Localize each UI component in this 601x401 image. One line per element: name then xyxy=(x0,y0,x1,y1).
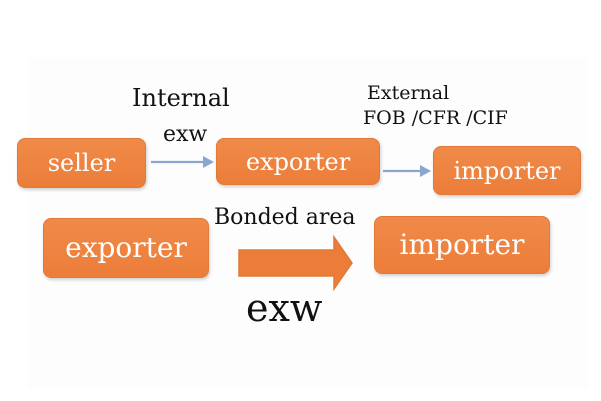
blue-arrow-seller-exporter-head xyxy=(203,156,214,168)
seller-box: seller xyxy=(17,138,146,188)
exw-top-label: exw xyxy=(163,122,208,147)
blue-arrow-exporter-importer xyxy=(383,165,431,177)
external-terms-label: FOB /CFR /CIF xyxy=(363,107,508,129)
bonded-area-label: Bonded area xyxy=(214,205,356,230)
external-label: External xyxy=(367,82,450,104)
blue-arrow-seller-exporter xyxy=(151,156,214,168)
exw-bottom-label: exw xyxy=(246,286,323,330)
blue-arrow-exporter-importer-head xyxy=(420,165,431,177)
exporter-bottom-box: exporter xyxy=(43,218,209,278)
internal-label: Internal xyxy=(132,84,230,112)
importer-bottom-box: importer xyxy=(374,216,550,274)
orange-arrow-bonded-area-shape xyxy=(238,234,353,292)
orange-arrow-bonded-area xyxy=(238,234,353,292)
importer-top-box: importer xyxy=(433,146,581,195)
exporter-top-box: exporter xyxy=(216,138,380,185)
